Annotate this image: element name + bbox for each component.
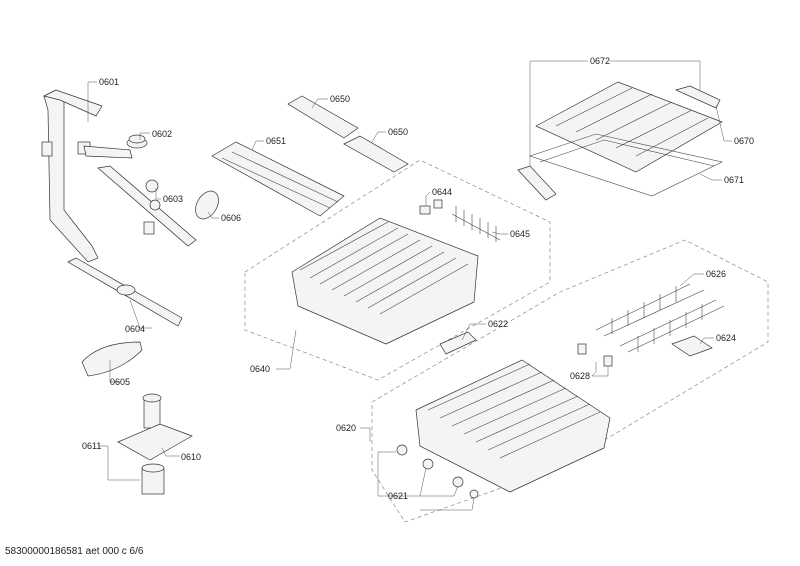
lower-tine-racks <box>595 283 725 353</box>
label-0611: 0611 <box>82 441 101 451</box>
label-0601: 0601 <box>99 77 119 87</box>
label-0622: 0622 <box>488 319 508 329</box>
filter-cover <box>81 341 143 377</box>
label-0672: 0672 <box>590 56 610 66</box>
label-0606: 0606 <box>221 213 241 223</box>
label-0650-a: 0650 <box>330 94 350 104</box>
lower-spray-arm <box>67 257 183 327</box>
sump-filter-assembly <box>117 393 193 495</box>
lower-basket <box>415 359 611 493</box>
upper-basket-tine-rack <box>451 206 501 242</box>
label-0650-b: 0650 <box>388 127 408 137</box>
label-0624: 0624 <box>716 333 736 343</box>
upper-basket-outline <box>244 159 551 381</box>
label-0628: 0628 <box>570 371 590 381</box>
upper-basket-clip <box>419 199 443 215</box>
cutlery-insert-lower <box>343 135 409 173</box>
top-cutlery-drawer <box>535 81 723 173</box>
label-0640: 0640 <box>250 364 270 374</box>
cutlery-tray <box>211 141 345 217</box>
upper-spray-arm <box>97 165 197 247</box>
upper-basket <box>291 217 479 345</box>
document-footer: 58300000186581 aet 000 c 6/6 <box>5 546 144 557</box>
tine-rack-holders <box>671 335 713 357</box>
label-0602: 0602 <box>152 129 172 139</box>
cutlery-insert-upper <box>287 95 359 139</box>
label-0620: 0620 <box>336 423 356 433</box>
round-filter <box>195 190 219 220</box>
label-0626: 0626 <box>706 269 726 279</box>
spray-arm-supply-pipe <box>41 89 133 263</box>
label-0671: 0671 <box>724 175 744 185</box>
label-0621: 0621 <box>388 491 408 501</box>
leader-lines <box>87 60 732 511</box>
label-0670: 0670 <box>734 136 754 146</box>
label-0604: 0604 <box>125 324 145 334</box>
label-0645: 0645 <box>510 229 530 239</box>
label-0644: 0644 <box>432 187 452 197</box>
spray-arm-nut <box>126 134 148 149</box>
lower-basket-outline <box>371 239 769 523</box>
label-0610: 0610 <box>181 452 201 462</box>
label-0651: 0651 <box>266 136 286 146</box>
tine-rack-clips <box>577 343 613 367</box>
drawer-rail-frame <box>517 133 723 201</box>
basket-handle <box>439 331 477 355</box>
label-0605: 0605 <box>110 377 130 387</box>
label-0603: 0603 <box>163 194 183 204</box>
